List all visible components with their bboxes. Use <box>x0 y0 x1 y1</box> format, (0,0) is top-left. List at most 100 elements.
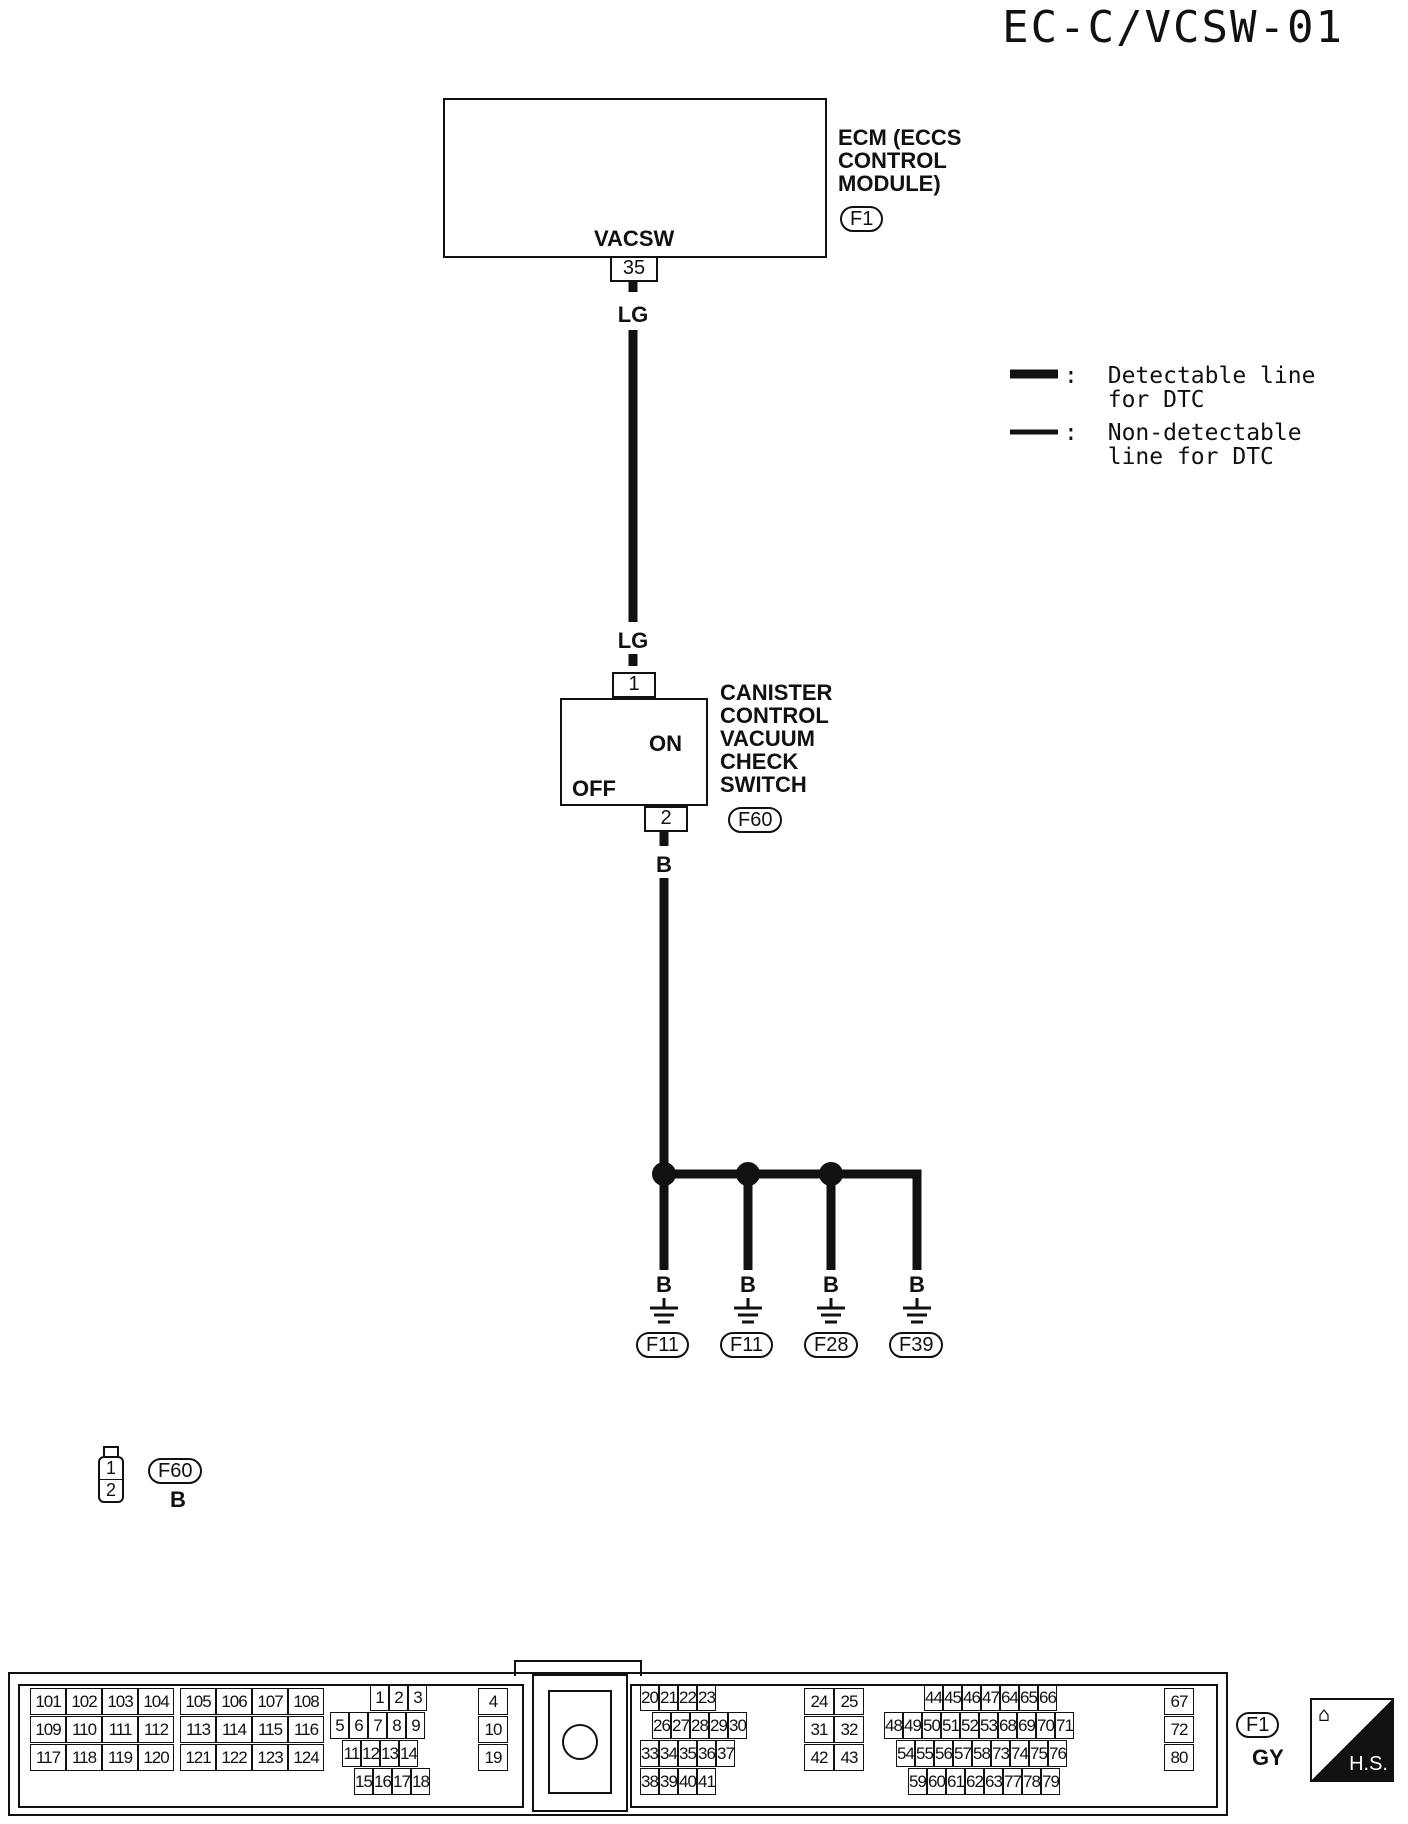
ecm-box <box>443 98 827 258</box>
f1-pin: 115 <box>252 1716 288 1743</box>
f1-pin-row: 19 <box>478 1744 508 1772</box>
f1-pin: 21 <box>659 1684 678 1711</box>
f1-pin: 22 <box>678 1684 697 1711</box>
f1-center-slot <box>532 1674 628 1812</box>
ground-symbol <box>650 1298 678 1324</box>
f1-pin: 14 <box>399 1740 418 1767</box>
f1-pin: 35 <box>678 1740 697 1767</box>
wire-color-label: LG <box>617 628 649 653</box>
f1-pin: 25 <box>834 1688 864 1715</box>
f1-pin: 103 <box>102 1688 138 1715</box>
f1-pin: 45 <box>943 1684 962 1711</box>
ecm-name-line: MODULE) <box>838 171 941 196</box>
f1-pin: 116 <box>288 1716 324 1743</box>
f1-pin: 73 <box>991 1740 1010 1767</box>
f1-pin: 114 <box>216 1716 252 1743</box>
f1-pin: 34 <box>659 1740 678 1767</box>
ground-wire-label: B <box>656 1272 672 1297</box>
legend-detectable: : Detectable line for DTC <box>1064 364 1315 412</box>
f1-pin: 13 <box>380 1740 399 1767</box>
f1-pin: 122 <box>216 1744 252 1771</box>
junction-dot <box>736 1162 760 1186</box>
f1-connector-housing <box>8 1672 1228 1816</box>
legend-separator: : <box>1064 363 1078 389</box>
f1-pin: 30 <box>728 1712 747 1739</box>
f1-view-tag: F1 <box>1236 1712 1280 1738</box>
switch-off-label: OFF <box>572 776 616 801</box>
f1-pin: 119 <box>102 1744 138 1771</box>
f1-pin: 76 <box>1048 1740 1067 1767</box>
f1-pin: 6 <box>349 1712 368 1739</box>
f1-pin: 60 <box>927 1768 946 1795</box>
switch-name-line: CANISTER <box>720 680 833 705</box>
wire-color-label: LG <box>617 302 649 327</box>
f60-connector-view: 1 2 <box>98 1446 124 1503</box>
f1-pin: 11 <box>342 1740 361 1767</box>
f1-pin: 53 <box>979 1712 998 1739</box>
switch-name-line: VACUUM <box>720 726 815 751</box>
switch-pin-top: 1 <box>612 672 656 698</box>
legend-separator: : <box>1064 420 1078 446</box>
f1-pin: 3 <box>408 1684 427 1711</box>
switch-name-line: SWITCH <box>720 772 807 797</box>
legend-detectable-line: for DTC <box>1107 387 1205 413</box>
f1-pin: 19 <box>478 1744 508 1771</box>
f1-pin: 55 <box>915 1740 934 1767</box>
wire-color-label: B <box>656 852 672 877</box>
f1-pin: 40 <box>678 1768 697 1795</box>
ground-symbol <box>734 1298 762 1324</box>
hs-badge: ⌂ H.S. <box>1310 1698 1394 1782</box>
switch-name-line: CHECK <box>720 749 799 774</box>
f1-pin: 124 <box>288 1744 324 1771</box>
f1-pin: 65 <box>1019 1684 1038 1711</box>
ecm-name: ECM (ECCS CONTROL MODULE) <box>838 126 961 195</box>
ground-connector-tag: F11 <box>720 1332 773 1358</box>
ground-connector-tag: F11 <box>636 1332 689 1358</box>
f1-pin: 67 <box>1164 1688 1194 1715</box>
f1-pin: 33 <box>640 1740 659 1767</box>
f1-pin: 102 <box>66 1688 102 1715</box>
switch-name: CANISTER CONTROL VACUUM CHECK SWITCH <box>720 681 832 796</box>
f1-pin: 38 <box>640 1768 659 1795</box>
legend-detectable-line: Detectable line <box>1107 363 1316 389</box>
f1-pin: 110 <box>66 1716 102 1743</box>
junction-dot <box>652 1162 676 1186</box>
f1-view-color: GY <box>1252 1745 1284 1770</box>
f1-pin: 42 <box>804 1744 834 1771</box>
f1-pin: 69 <box>1017 1712 1036 1739</box>
f1-pin: 68 <box>998 1712 1017 1739</box>
f1-pin: 61 <box>946 1768 965 1795</box>
ecm-connector-tag: F1 <box>840 206 884 232</box>
f1-pin: 29 <box>709 1712 728 1739</box>
f1-pin: 43 <box>834 1744 864 1771</box>
f1-pin: 66 <box>1038 1684 1057 1711</box>
f1-pin: 120 <box>138 1744 174 1771</box>
f1-pin: 105 <box>180 1688 216 1715</box>
f1-pin: 121 <box>180 1744 216 1771</box>
f1-pin: 57 <box>953 1740 972 1767</box>
f1-pin: 54 <box>896 1740 915 1767</box>
f1-pin: 41 <box>697 1768 716 1795</box>
f1-pin: 113 <box>180 1716 216 1743</box>
f1-pin: 50 <box>922 1712 941 1739</box>
f1-pin: 39 <box>659 1768 678 1795</box>
f1-pin: 10 <box>478 1716 508 1743</box>
legend-non-detectable-line: Non-detectable <box>1107 420 1302 446</box>
legend-non-detectable: : Non-detectable line for DTC <box>1064 421 1302 469</box>
f1-pin: 49 <box>903 1712 922 1739</box>
f1-pin: 36 <box>697 1740 716 1767</box>
